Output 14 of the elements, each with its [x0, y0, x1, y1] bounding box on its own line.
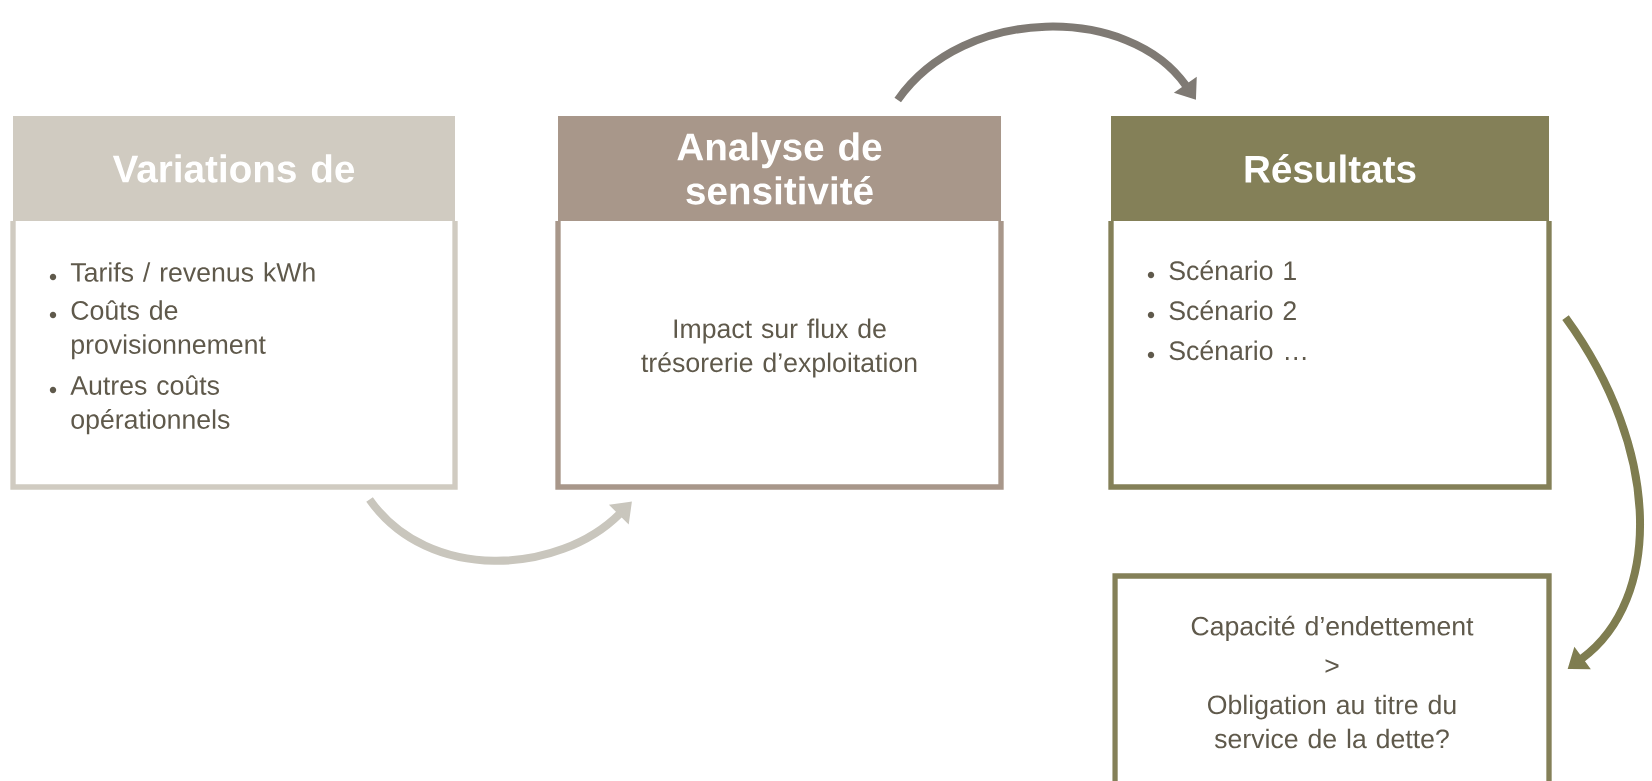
node-label: Impact sur flux de trésorerie d’exploitation [641, 318, 917, 378]
node-label: Scénario 1 [1169, 260, 1296, 281]
node-label: Scénario … [1169, 340, 1306, 361]
card: Variations de Tarifs / revenus kWh Coûts de provisionnement Autres coûts opérationnels [10, 116, 458, 490]
curved-arrow [894, 22, 1197, 103]
card: Résultats Scénario 1 Scénario 2 Scénario … [1108, 116, 1552, 490]
curved-arrow [1562, 315, 1644, 670]
node-label: Tarifs / revenus kWh [70, 262, 315, 282]
card: Analyse de sensitivité Impact sur flux de trésorerie d’exploitation [555, 116, 1004, 490]
node-label: Autres coûts opérationnels [70, 375, 230, 435]
curved-arrow [366, 496, 632, 565]
node-label: Scénario 2 [1169, 300, 1296, 321]
node-label: Coûts de provisionnement [71, 300, 266, 360]
process-box: Capacité d’endettement > Obligation au titre du service de la dette? [1112, 573, 1552, 781]
